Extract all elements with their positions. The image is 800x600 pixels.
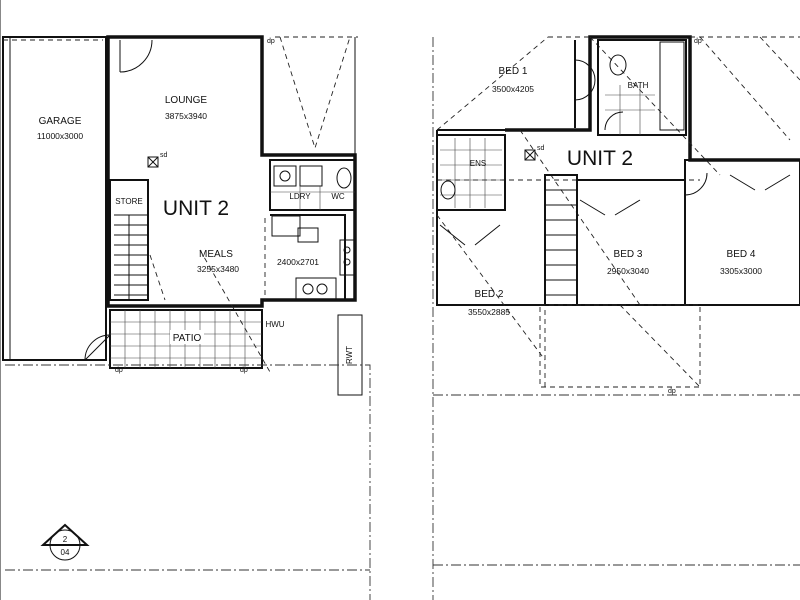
lounge-dimension: 3875x3940 [165,111,207,121]
bed3-dimension: 2950x3040 [607,266,649,276]
garage: GARAGE 11000x3000 [0,0,107,600]
smoke-detector: sd [524,145,545,161]
patio: PATIO [109,249,271,373]
bath-label: BATH [628,81,649,90]
kitchen: 2400x2701 [264,214,356,301]
patio-label: PATIO [173,333,202,344]
bed1-dimension: 3500x4205 [492,84,534,94]
downpipe-label: dp [115,367,123,374]
downpipe-label: dp [668,388,676,395]
smoke-detector-label: sd [537,145,545,152]
first-floor-unit-label: UNIT 2 [567,147,633,170]
store-label: STORE [115,197,142,206]
downpipe-label: dp [694,38,702,45]
first-floor-stairs [544,174,578,306]
smoke-detector-label: sd [160,152,168,159]
bed1-label: BED 1 [499,66,528,77]
ground-floor-plan: GARAGE 11000x3000 LOUNGE 3875x3940 [0,0,371,600]
section-marker-top: 2 [63,535,68,544]
first-floor-plan: BED 1 3500x4205 BATH ENS [432,35,800,600]
bed2-dimension: 3550x2885 [468,307,510,317]
lounge-label: LOUNGE [165,95,208,106]
ground-unit-label: UNIT 2 [163,197,229,220]
roof-outline [539,36,800,388]
meals-dimension: 3255x3480 [197,264,239,274]
rainwater-tank: RWT [337,314,363,396]
bed4-label: BED 4 [727,249,756,260]
bed4-dimension: 3305x3000 [720,266,762,276]
section-marker-bottom: 04 [61,548,70,557]
laundry-label: LDRY [289,192,311,201]
garage-label: GARAGE [39,116,82,127]
store-and-stairs: STORE [109,179,166,301]
meals-label: MEALS [199,249,233,260]
bed2-label: BED 2 [475,289,504,300]
downpipe-label: dp [240,367,248,374]
hwu-label: HWU [265,320,284,329]
bed1-robe [574,40,596,128]
section-marker: 2 04 [40,523,90,561]
downpipe-label: dp [267,38,275,45]
ensuite-label: ENS [470,159,486,168]
entry-door [84,39,153,361]
bathroom: BATH [597,39,687,136]
bed3: BED 3 2950x3040 [576,179,686,306]
rwt-label: RWT [345,346,354,364]
bed4: BED 4 3305x3000 [684,159,800,306]
wc-label: WC [331,192,345,201]
smoke-detector: sd [147,152,168,168]
ground-unit-walls [106,35,357,308]
laundry-wc: LDRY WC [269,159,356,211]
garage-dimension: 11000x3000 [37,131,83,141]
ensuite: ENS [436,134,506,211]
bed3-label: BED 3 [614,249,643,260]
kitchen-dimension: 2400x2701 [277,257,319,267]
